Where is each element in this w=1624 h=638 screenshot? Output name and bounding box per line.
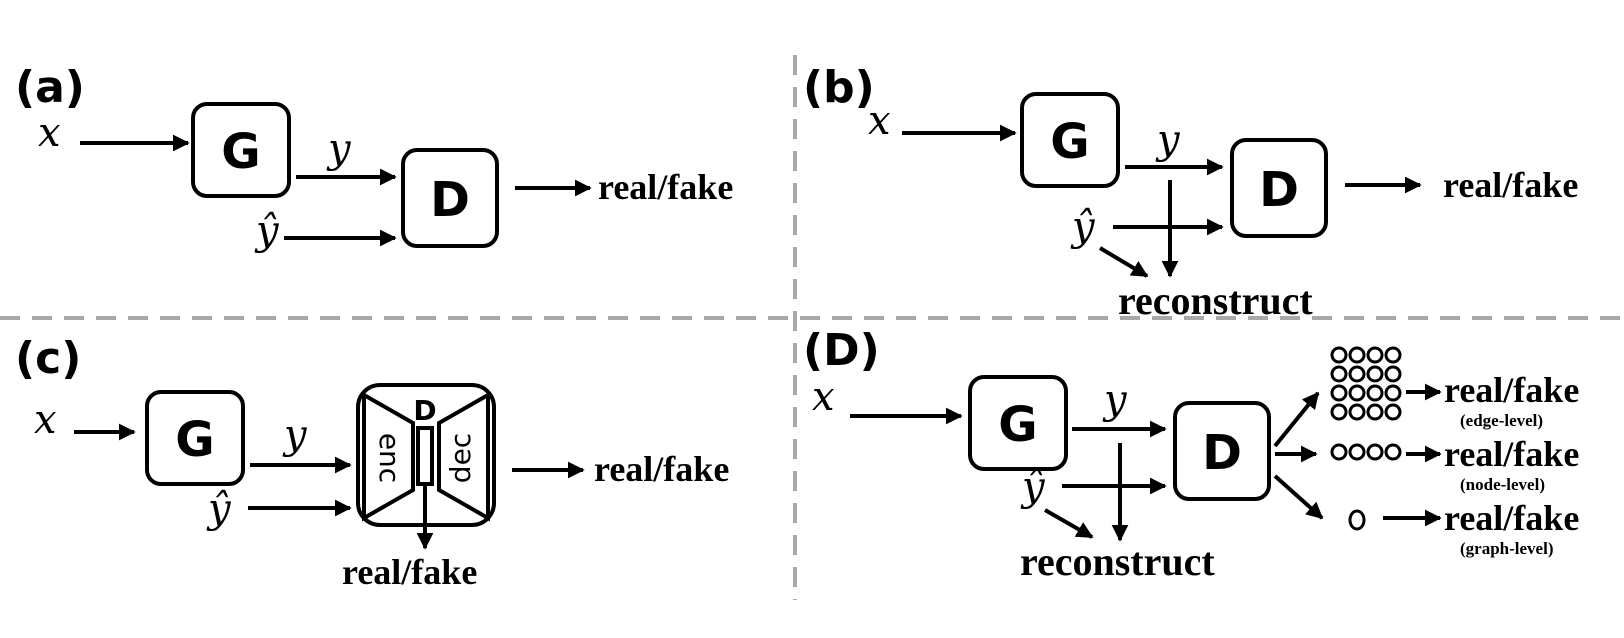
panel-a-yhat-label: ŷ bbox=[254, 208, 280, 254]
panel-d-edge-level-text: (edge-level) bbox=[1460, 411, 1543, 430]
panel-a-generator-box bbox=[191, 102, 291, 198]
panel-a-discriminator-box bbox=[401, 148, 499, 248]
panel-c-generator-label: G bbox=[175, 412, 214, 468]
panel-c: (c) x G y ŷ D enc dec real/fake real/fak… bbox=[15, 333, 729, 592]
panel-b-yhat-label: ŷ bbox=[1070, 204, 1096, 250]
panel-d-graph-branch-arrow bbox=[1273, 474, 1324, 520]
panel-d-reconstruct-text: reconstruct bbox=[1020, 539, 1215, 584]
panel-c-y-label: y bbox=[282, 412, 308, 458]
panel-d-edge-output-text: real/fake bbox=[1444, 370, 1579, 410]
panel-d-edge-branch-arrow bbox=[1273, 391, 1320, 448]
panel-d-discriminator-label: D bbox=[1202, 425, 1242, 481]
panel-d-graph-level-text: (graph-level) bbox=[1460, 539, 1553, 558]
panel-b-label: (b) bbox=[803, 62, 875, 113]
panel-b-y-label: y bbox=[1155, 117, 1181, 163]
panel-c-output-right-text: real/fake bbox=[594, 449, 729, 489]
panel-d-node-level-circles bbox=[1330, 443, 1402, 461]
panel-b-discriminator-box bbox=[1230, 138, 1328, 238]
panel-c-bottleneck bbox=[416, 426, 434, 486]
panel-d-yhat-to-reconstruct-arrow bbox=[1044, 508, 1094, 539]
panel-d-node-output-text: real/fake bbox=[1444, 434, 1579, 474]
panel-c-label: (c) bbox=[15, 333, 81, 384]
panel-b-generator-label: G bbox=[1050, 114, 1089, 170]
panel-d-generator-box bbox=[968, 375, 1068, 471]
panel-c-x-label: x bbox=[34, 397, 57, 443]
panel-b: (b) x G y ŷ D real/fake reconstruct bbox=[803, 62, 1578, 323]
panel-c-output-bottom-text: real/fake bbox=[342, 552, 477, 592]
panel-d-generator-label: G bbox=[998, 397, 1037, 453]
panel-c-discriminator-label: D bbox=[413, 394, 436, 427]
panel-b-yhat-to-reconstruct-arrow bbox=[1098, 246, 1149, 278]
panel-d-graph-output-text: real/fake bbox=[1444, 498, 1579, 538]
panel-c-dec-label: dec bbox=[444, 433, 477, 483]
panel-b-output-text: real/fake bbox=[1443, 165, 1578, 205]
panel-b-generator-box bbox=[1020, 92, 1120, 188]
panel-d: (D) x G y ŷ D reconstruct bbox=[803, 325, 1579, 584]
panel-c-generator-box bbox=[145, 390, 245, 486]
panel-b-discriminator-label: D bbox=[1259, 162, 1299, 218]
panel-a-output-text: real/fake bbox=[598, 167, 733, 207]
panel-c-decoder-shape bbox=[437, 391, 490, 522]
panel-c-yhat-label: ŷ bbox=[206, 486, 232, 532]
panel-d-x-label: x bbox=[812, 374, 835, 420]
panel-a-generator-label: G bbox=[221, 124, 260, 180]
panel-d-label: (D) bbox=[803, 325, 880, 376]
panel-c-encoder-shape bbox=[362, 391, 415, 522]
panel-a-discriminator-label: D bbox=[430, 172, 470, 228]
panel-d-discriminator-box bbox=[1173, 401, 1271, 501]
panel-d-edge-level-circles bbox=[1330, 346, 1402, 421]
panel-a-label: (a) bbox=[15, 62, 85, 113]
panel-a-x-label: x bbox=[38, 110, 61, 156]
panel-d-graph-level-circle bbox=[1348, 509, 1366, 531]
panel-a-y-label: y bbox=[326, 126, 352, 172]
panel-b-reconstruct-text: reconstruct bbox=[1118, 278, 1313, 323]
panel-d-y-label: y bbox=[1102, 377, 1128, 423]
panel-d-yhat-label: ŷ bbox=[1020, 464, 1046, 510]
panel-b-x-label: x bbox=[868, 98, 891, 144]
panel-d-node-level-text: (node-level) bbox=[1460, 475, 1545, 494]
panel-a: (a) x G y ŷ D real/fake bbox=[15, 62, 733, 254]
panel-c-enc-label: enc bbox=[373, 433, 406, 483]
